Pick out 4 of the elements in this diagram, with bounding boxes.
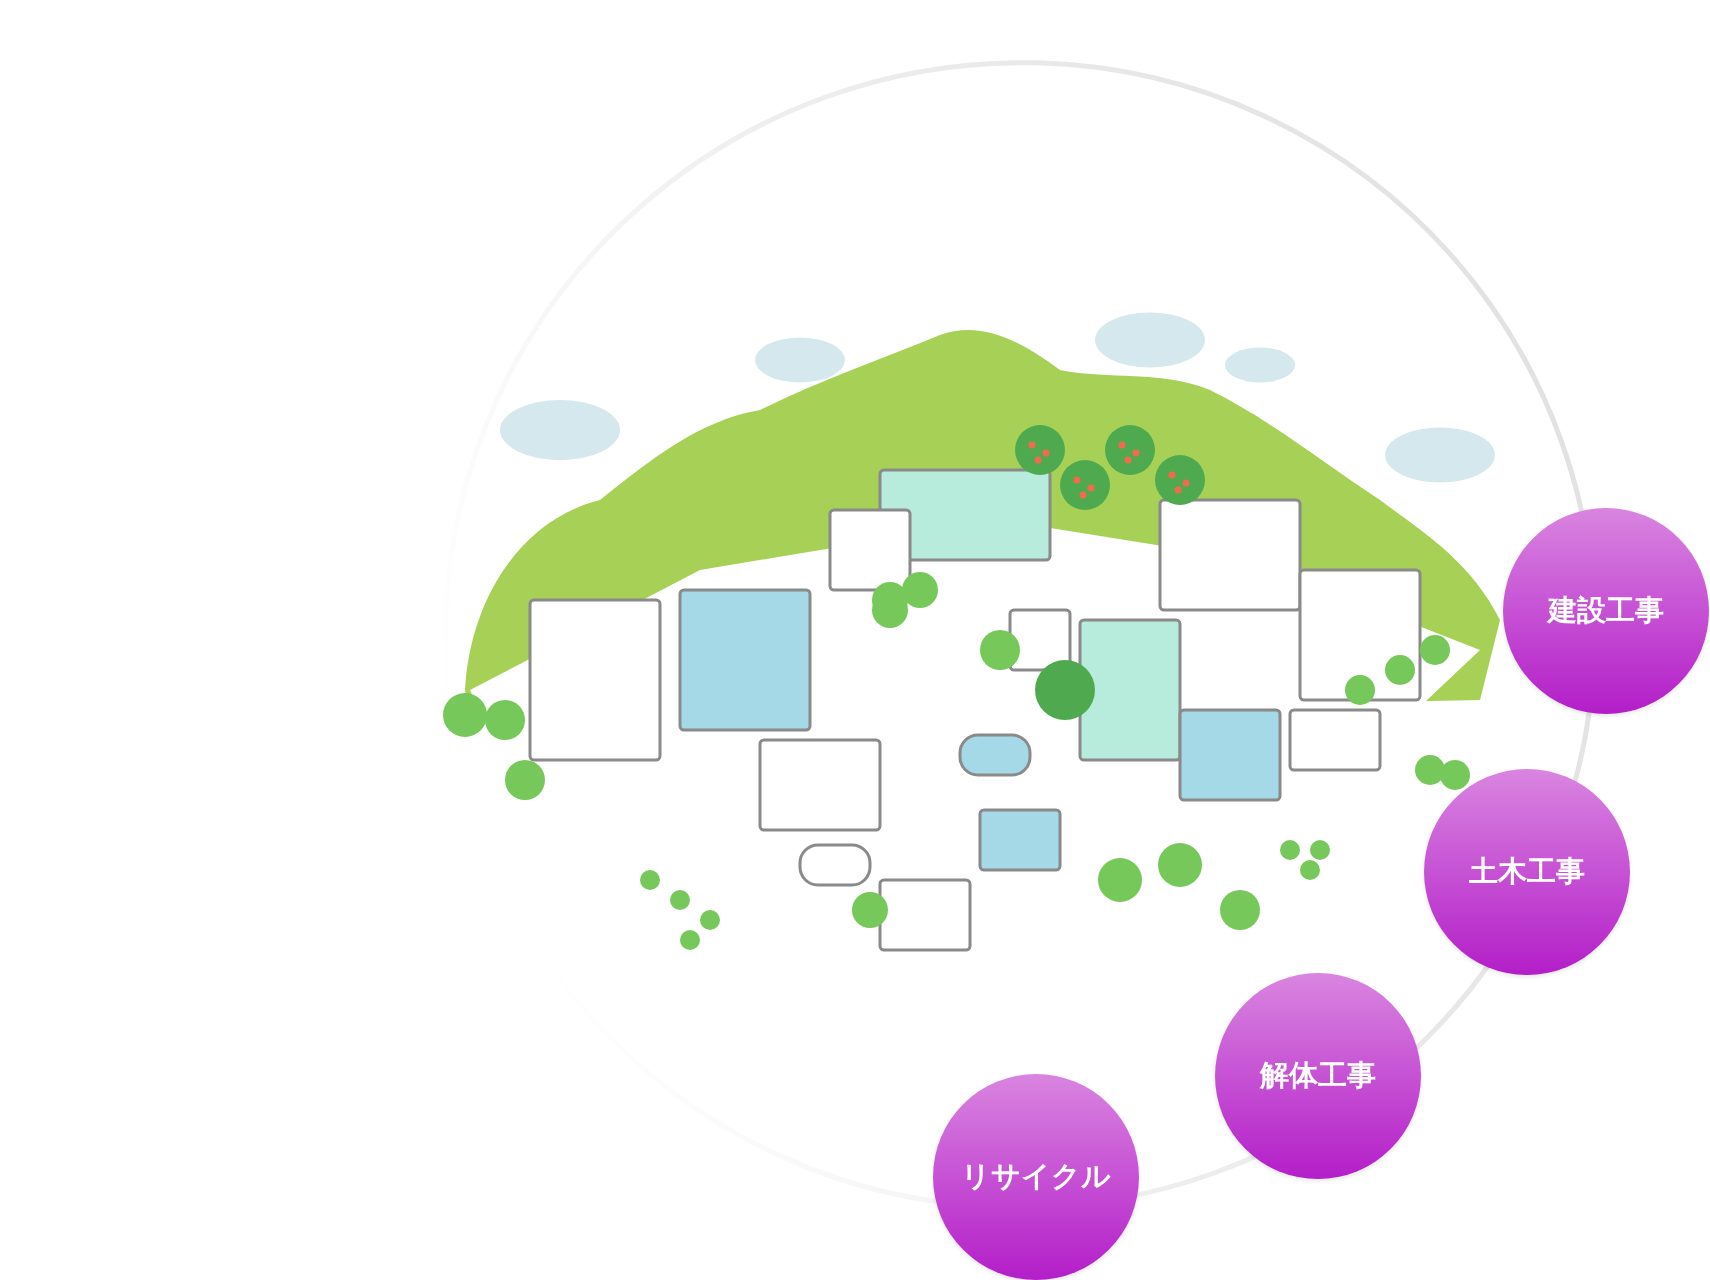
circle-label: 解体工事 bbox=[1260, 1057, 1376, 1094]
circle-label: 建設工事 bbox=[1548, 592, 1664, 629]
circle-label: リサイクル bbox=[961, 1158, 1111, 1195]
circle-label: 土木工事 bbox=[1469, 853, 1585, 890]
